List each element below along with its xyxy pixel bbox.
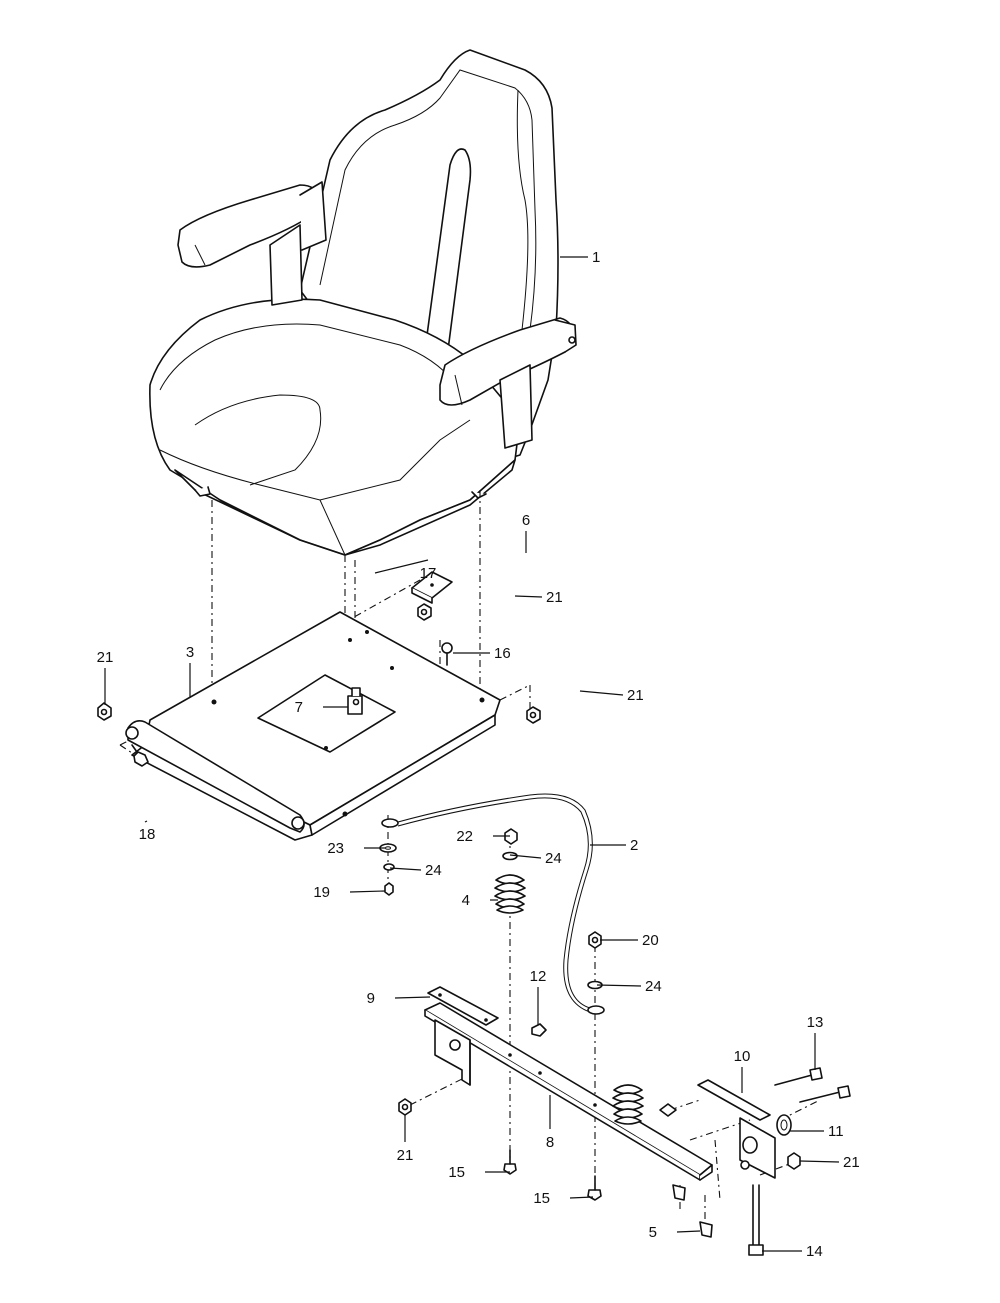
bolt-15-b [587,1175,602,1201]
nut-lower-left [398,1098,412,1116]
callout-leader-c24a [509,854,542,859]
bolt-12 [531,1023,547,1037]
nut-19 [384,882,394,896]
callout-label-c15b: 15 [533,1190,550,1207]
callout-label-c9: 9 [367,990,375,1007]
nut-22 [504,828,518,845]
clip-5 [672,1184,713,1238]
nut-left [97,702,112,721]
callout-label-c21c: 21 [627,687,644,704]
callout-label-c8: 8 [546,1134,554,1151]
seat [149,49,577,556]
seat-plate [125,611,501,841]
bolt-13 [774,1067,851,1103]
callout-label-c10: 10 [734,1048,751,1065]
callout-label-c4: 4 [462,892,470,909]
bolt-18 [131,744,149,767]
callout-label-c24a: 24 [545,850,562,867]
callout-label-c23: 23 [327,840,344,857]
callout-label-c18: 18 [139,826,156,843]
callout-label-c5: 5 [649,1224,657,1241]
callout-leader-c24b [389,867,422,871]
spring [494,874,526,914]
callout-leader-c24c [596,984,642,987]
cable [381,793,605,1015]
callout-label-c7: 7 [295,699,303,716]
callout-label-c21b: 21 [546,589,563,606]
callout-label-c1: 1 [592,249,600,266]
callout-label-c16: 16 [494,645,511,662]
callout-leader-c9 [394,996,431,999]
callout-leader-c17 [374,559,429,574]
nut-lower-right [787,1152,801,1170]
callout-label-c3: 3 [186,644,194,661]
part-callouts: 1234567891011121314151516171819202121212… [97,249,860,1260]
callout-label-c13: 13 [807,1014,824,1031]
callout-label-c21e: 21 [843,1154,860,1171]
callout-label-c17: 17 [420,565,437,582]
callout-leader-c5 [676,1230,701,1233]
callout-label-c15a: 15 [448,1164,465,1181]
nut-right [526,706,541,724]
callout-label-c2: 2 [630,837,638,854]
callout-leader-c21c [579,690,624,696]
callout-label-c6: 6 [522,512,530,529]
bolt-15-a [503,1149,517,1175]
callout-label-c24b: 24 [425,862,442,879]
nut-20 [588,931,602,949]
callout-label-c19: 19 [313,884,330,901]
pin [441,642,453,666]
washer-24-left [383,863,395,871]
callout-label-c11: 11 [828,1123,844,1140]
callout-label-c20: 20 [642,932,659,949]
callout-label-c14: 14 [806,1243,823,1260]
callout-leader-c21b [514,595,543,598]
lower-frame [424,986,776,1181]
knob-11 [776,1114,792,1136]
latch [347,687,363,715]
callout-leader-c19 [349,890,386,893]
bracket [411,571,453,621]
callout-leader-c15b [569,1196,594,1199]
callout-label-c21a: 21 [97,649,114,666]
callout-label-c12: 12 [530,968,547,985]
callout-leader-c18 [144,820,148,823]
bolt-14 [748,1184,764,1256]
callout-leader-c21e [799,1160,840,1163]
callout-label-c21d: 21 [397,1147,414,1164]
callout-label-c24c: 24 [645,978,662,995]
callout-label-c22: 22 [456,828,473,845]
